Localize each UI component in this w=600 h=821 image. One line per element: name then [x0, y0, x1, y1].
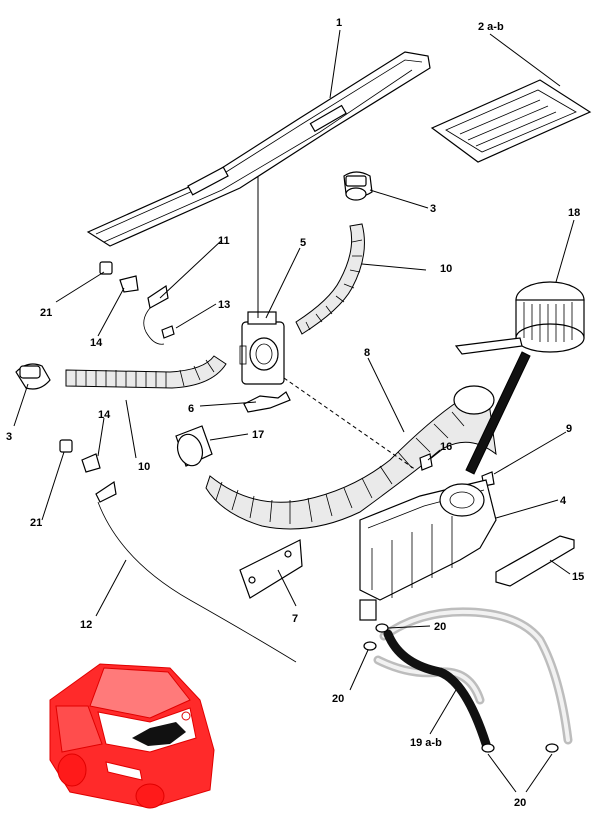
- callout-19ab: 19 a-b: [410, 737, 442, 749]
- part-21-cap-lower: [59, 439, 73, 453]
- part-5-distribution-box: [239, 311, 285, 385]
- part-1-dash-air-duct: [86, 51, 431, 247]
- part-16-clip: [419, 453, 433, 471]
- callout-13: 13: [218, 299, 230, 311]
- callout-3-left: 3: [6, 431, 12, 443]
- callout-10-left: 10: [138, 461, 150, 473]
- callout-11: 11: [218, 235, 230, 247]
- callout-15: 15: [572, 571, 584, 583]
- callout-2ab: 2 a-b: [478, 21, 504, 33]
- part-6-bracket: [243, 391, 291, 413]
- callout-4: 4: [560, 495, 567, 507]
- callout-17: 17: [252, 429, 264, 441]
- part-14-knob-top: [119, 275, 139, 293]
- part-2-cabin-filter: [430, 79, 592, 163]
- part-12-control-cable: [95, 480, 297, 663]
- part-10-corrugated-hose-left: [65, 355, 227, 389]
- assembly-reference-lines: [257, 176, 417, 471]
- part-19-coolant-hoses: [373, 607, 573, 749]
- callout-5: 5: [300, 237, 306, 249]
- callout-10-right: 10: [440, 263, 452, 275]
- part-8-main-air-duct: [205, 385, 497, 530]
- part-10-corrugated-hose-right: [295, 223, 365, 335]
- part-11-cable-clip-top: [143, 284, 169, 345]
- callout-20-c: 20: [514, 797, 526, 809]
- part-13-clip: [161, 325, 175, 339]
- vehicle-locator-image: [49, 663, 215, 809]
- callout-7: 7: [292, 613, 298, 625]
- part-14-knob-lower: [81, 453, 101, 473]
- part-4-heater-housing: [359, 479, 497, 621]
- part-18-blower-motor: [454, 281, 585, 475]
- part-3-vent-nozzle-left: [15, 363, 51, 390]
- callout-labels: 1 2 a-b 3 3 4 5 6 7 8 9 10 10 11 12 13 1…: [6, 17, 584, 809]
- part-15-support-bracket: [495, 535, 575, 587]
- part-21-cap-top: [99, 261, 113, 275]
- part-17-foam-ring: [175, 425, 213, 467]
- part-3-vent-nozzle-top: [343, 171, 373, 201]
- callout-20-a: 20: [434, 621, 446, 633]
- callout-21-top: 21: [40, 307, 52, 319]
- callout-14-mid: 14: [98, 409, 111, 421]
- callout-3-top: 3: [430, 203, 436, 215]
- callout-leaders: [13, 29, 575, 793]
- callout-8: 8: [364, 347, 370, 359]
- part-20-hose-clamps: [363, 623, 559, 753]
- callout-9: 9: [566, 423, 572, 435]
- callout-12: 12: [80, 619, 92, 631]
- callout-21-bottom: 21: [30, 517, 42, 529]
- callout-14-top: 14: [90, 337, 103, 349]
- callout-16: 16: [440, 441, 452, 453]
- part-7-mounting-plate: [239, 539, 303, 599]
- callout-6: 6: [188, 403, 194, 415]
- callout-1: 1: [336, 17, 342, 29]
- callout-18: 18: [568, 207, 580, 219]
- callout-20-b: 20: [332, 693, 344, 705]
